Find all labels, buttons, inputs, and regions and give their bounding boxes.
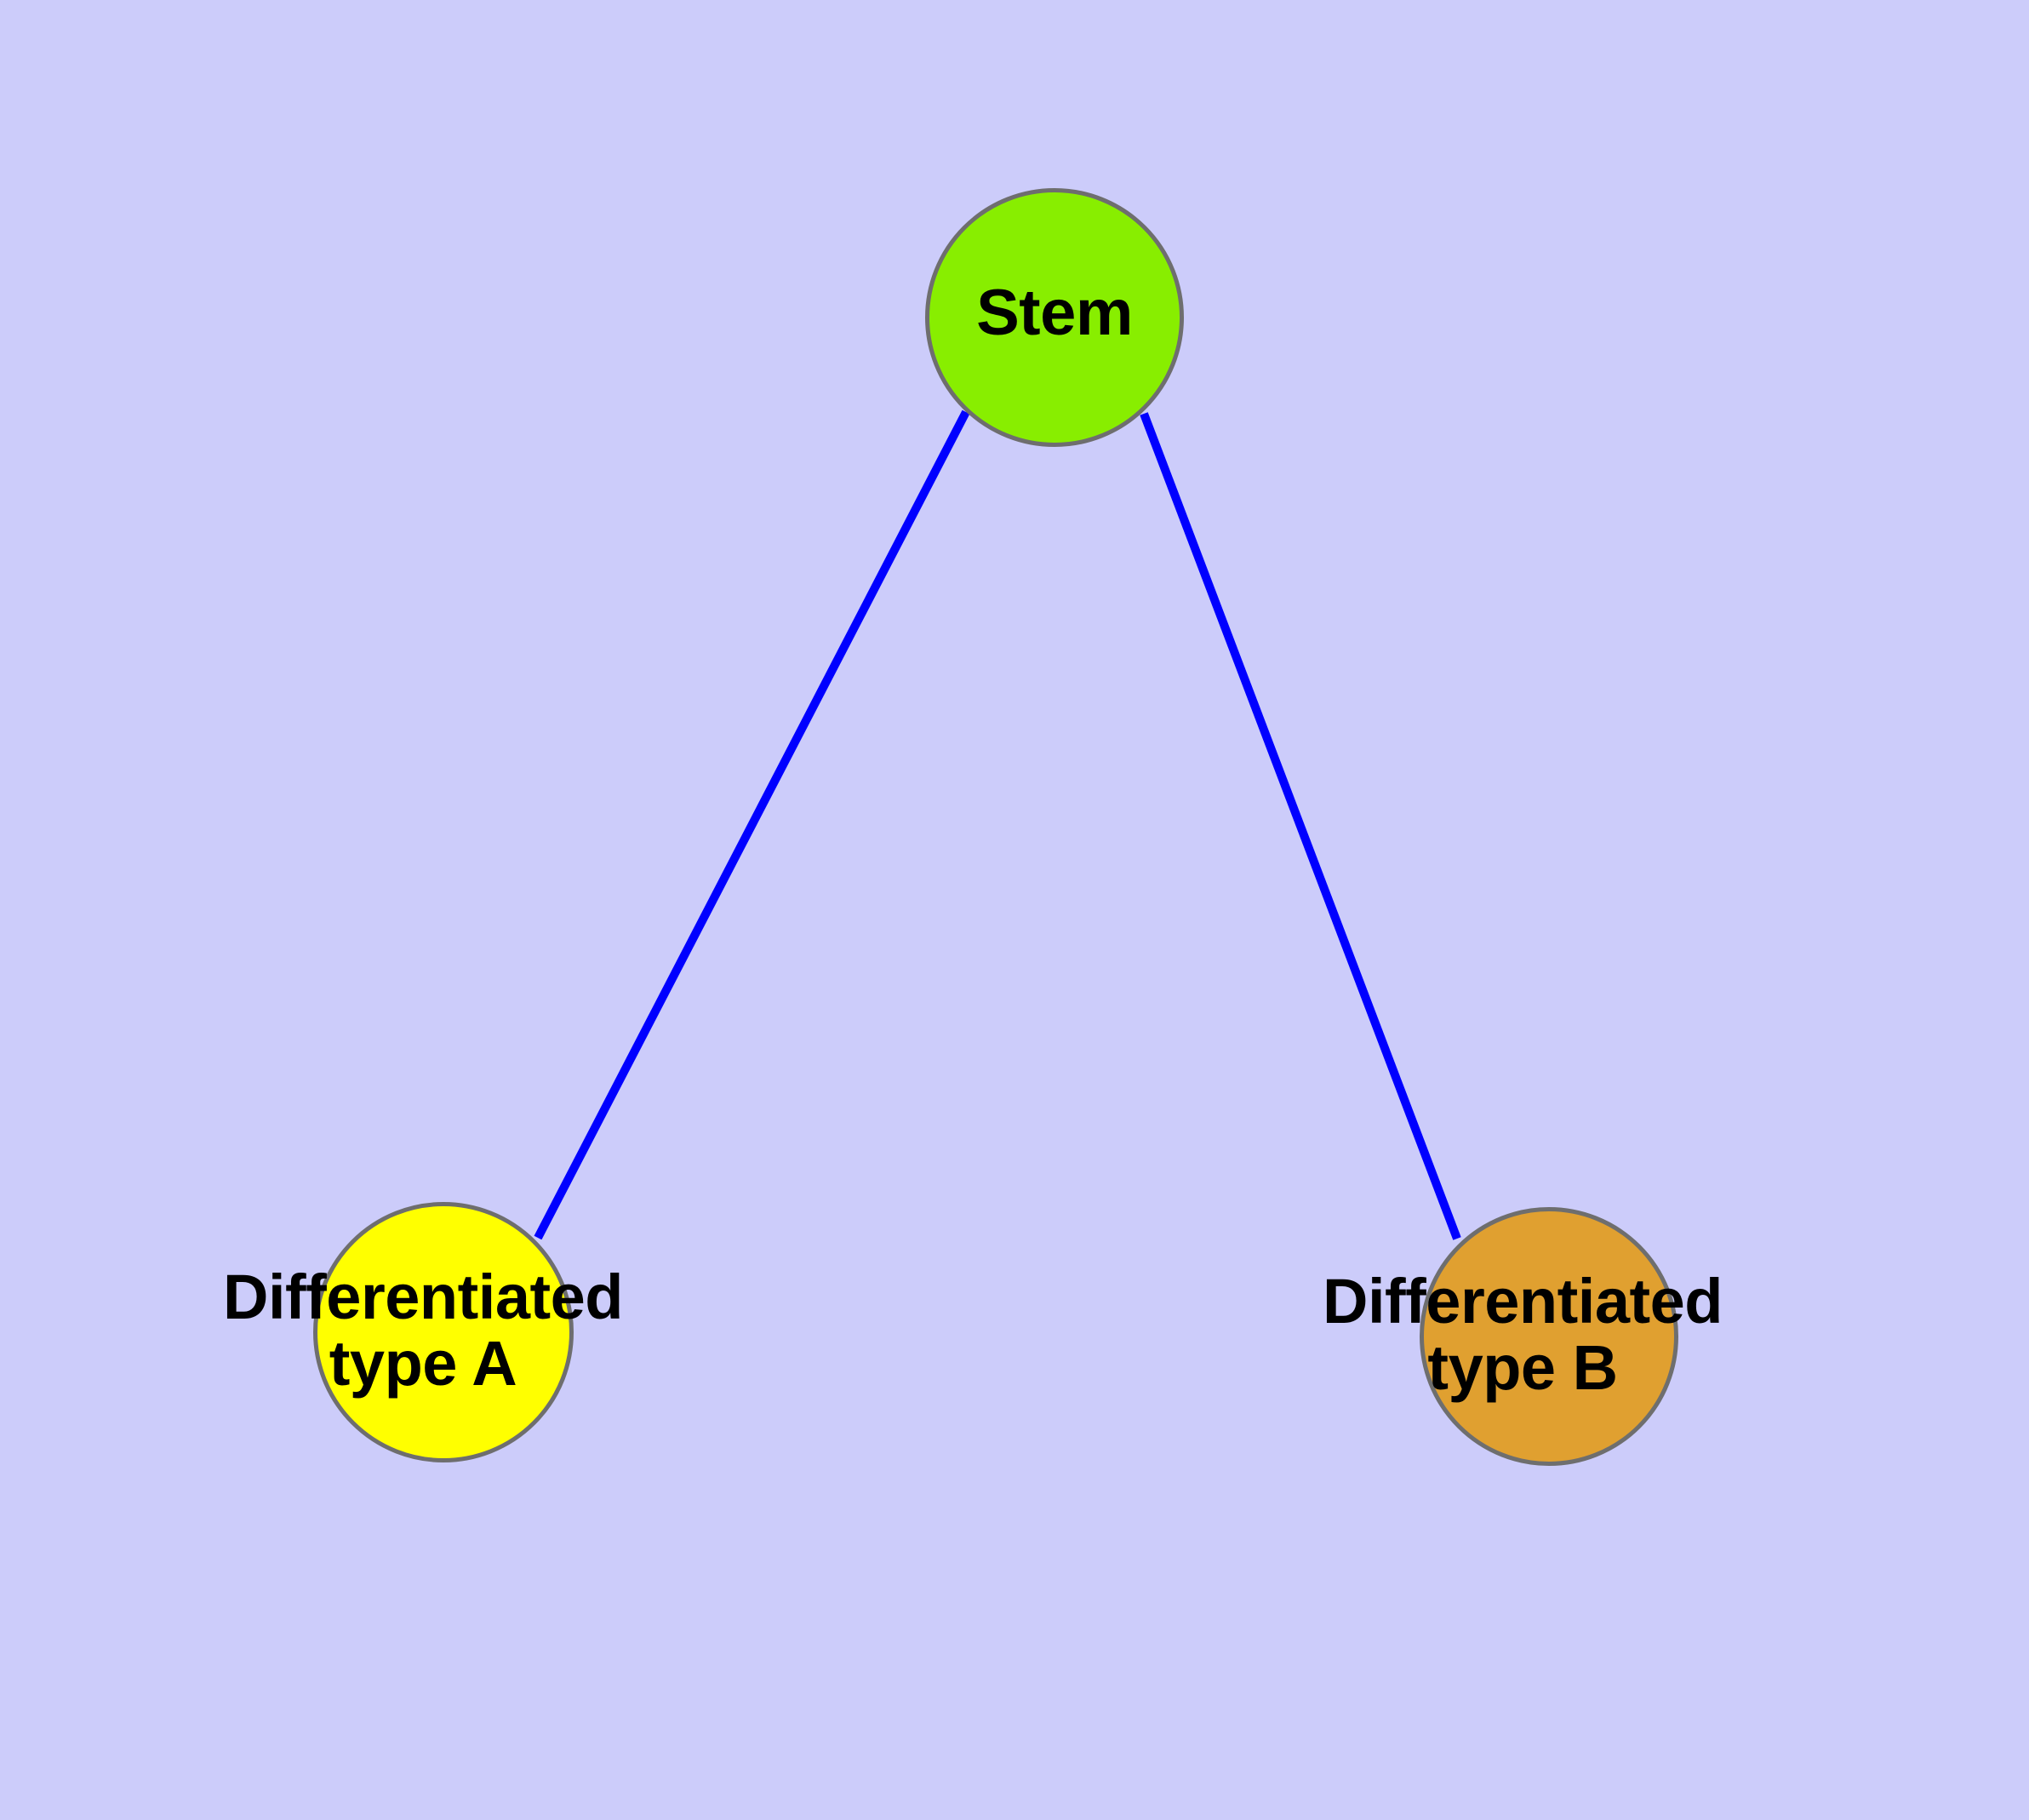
node-differentiated-type-b[interactable] — [1420, 1207, 1678, 1466]
edge-stem-to-diff-b[interactable] — [1140, 412, 1461, 1240]
edge-stem-to-diff-a[interactable] — [534, 409, 970, 1240]
node-differentiated-type-a[interactable] — [313, 1202, 574, 1462]
node-stem[interactable] — [925, 188, 1184, 447]
